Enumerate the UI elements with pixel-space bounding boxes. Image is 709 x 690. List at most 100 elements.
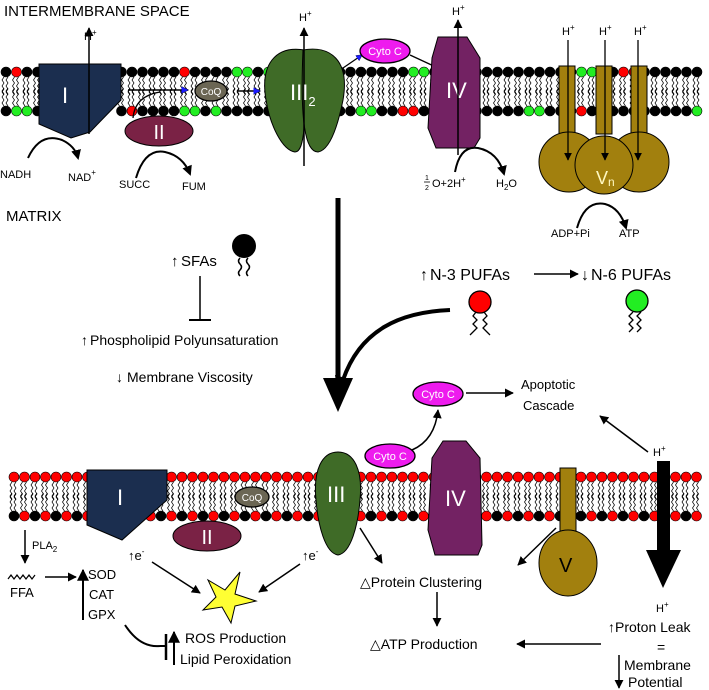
lipid-head	[649, 105, 661, 117]
electron-arrow-iii-cytoc	[342, 55, 362, 69]
lipid-head	[239, 510, 251, 522]
lipid-tail	[314, 492, 317, 512]
lipid-head	[208, 471, 219, 483]
lipid-head	[365, 510, 377, 522]
complex-i-top: I H+	[38, 27, 122, 139]
lipid-head	[408, 66, 419, 78]
lipid-tail	[675, 76, 679, 96]
lipid-tail	[601, 492, 605, 512]
proton-label-leak-bottom: H+	[656, 600, 669, 615]
complex-iv-label: IV	[446, 78, 467, 103]
lipid-tail	[580, 481, 584, 501]
lipid-tail	[131, 76, 135, 96]
lipid-head	[376, 471, 387, 483]
lipid-tail	[223, 481, 227, 501]
lipid-head	[179, 105, 190, 117]
lipid-head	[481, 510, 492, 522]
lipid-head	[397, 471, 408, 483]
lipid-tail	[492, 492, 496, 512]
lipid-tail	[686, 76, 689, 96]
lipid-tail	[685, 492, 689, 512]
lipid-perox-label: Lipid Peroxidation	[180, 651, 291, 667]
lipid-tail	[419, 87, 423, 107]
lipid-tail	[507, 492, 510, 512]
complex-ii-label: II	[153, 122, 164, 144]
lipid-head	[638, 510, 650, 522]
lipid-tail	[173, 87, 177, 107]
lipid-tail	[303, 481, 307, 501]
lipid-tail	[556, 87, 559, 107]
lipid-tail	[26, 87, 30, 107]
lipid-head	[231, 66, 243, 78]
lipid-head	[210, 105, 222, 117]
electron-arrow-ii-coq	[132, 91, 161, 119]
lipid-tail	[41, 492, 44, 512]
complex-iii-label: III2	[290, 80, 316, 109]
lipid-head	[126, 105, 138, 117]
lipid-tail	[30, 481, 34, 501]
lipid-head	[8, 510, 20, 522]
lipid-tail	[142, 76, 145, 96]
lipid-tail	[639, 492, 643, 512]
lipid-head	[397, 66, 409, 78]
lipid-tail	[556, 76, 559, 96]
lipid-head	[231, 105, 243, 117]
cyto-c-bottom-membrane: Cyto C	[364, 443, 416, 469]
lipid-tail	[409, 87, 412, 107]
lipid-tail	[675, 87, 679, 107]
fum-label: FUM	[182, 181, 206, 193]
lipid-tail	[142, 87, 145, 107]
proton-label-i: H+	[84, 28, 97, 43]
lipid-tail	[388, 76, 391, 96]
lipid-head	[502, 510, 513, 522]
lipid-tail	[623, 87, 626, 107]
n3-up-arrow: ↑	[420, 267, 428, 284]
n6-down-arrow: ↓	[581, 267, 589, 284]
lipid-head	[596, 510, 608, 522]
lipid-head	[670, 66, 682, 78]
lipid-head	[492, 105, 503, 117]
lipid-tail	[367, 76, 370, 96]
lipid-tail	[388, 87, 391, 107]
cat-label: CAT	[89, 587, 114, 602]
lipid-tail	[72, 481, 76, 501]
nadh-label: NADH	[0, 169, 31, 181]
lipid-tail	[696, 492, 699, 512]
lipid-head	[691, 471, 702, 483]
lipid-tail	[423, 481, 426, 501]
lipid-tail	[696, 481, 699, 501]
lipid-tail	[419, 492, 422, 512]
lipid-tail	[486, 87, 490, 107]
lipid-tail	[370, 481, 374, 501]
lipid-tail	[496, 481, 500, 501]
lipid-tail	[16, 87, 19, 107]
lipid-tail	[497, 76, 500, 96]
lipid-head	[292, 510, 303, 522]
lipid-tail	[524, 481, 527, 501]
lipid-head	[147, 105, 159, 117]
lipid-tail	[402, 492, 405, 512]
lipid-head	[252, 105, 264, 117]
curved-arrow	[341, 308, 451, 381]
lipid-head	[512, 510, 524, 522]
lipid-head	[242, 66, 253, 78]
lipid-tail	[549, 492, 552, 512]
sod-label: SOD	[88, 567, 116, 582]
lipid-tail	[692, 481, 695, 501]
lipid-tail	[22, 76, 26, 96]
lipid-head	[50, 510, 62, 522]
electron-arrow-iii-ros	[258, 563, 301, 593]
lipid-tail	[392, 87, 395, 107]
pla2-label: PLA2	[32, 540, 58, 554]
lipid-head	[512, 471, 524, 483]
electron-label-i: ↑e-	[128, 547, 145, 563]
lipid-tail	[381, 481, 384, 501]
lipid-tail	[493, 87, 496, 107]
lipid-head	[523, 510, 534, 522]
cytoc-release-arrow	[411, 409, 442, 451]
coq-label: CoQ	[201, 87, 222, 98]
lipid-head	[617, 510, 629, 522]
lipid-tail	[346, 87, 349, 107]
lipid-tail	[671, 87, 675, 107]
lipid-tail	[272, 492, 275, 512]
